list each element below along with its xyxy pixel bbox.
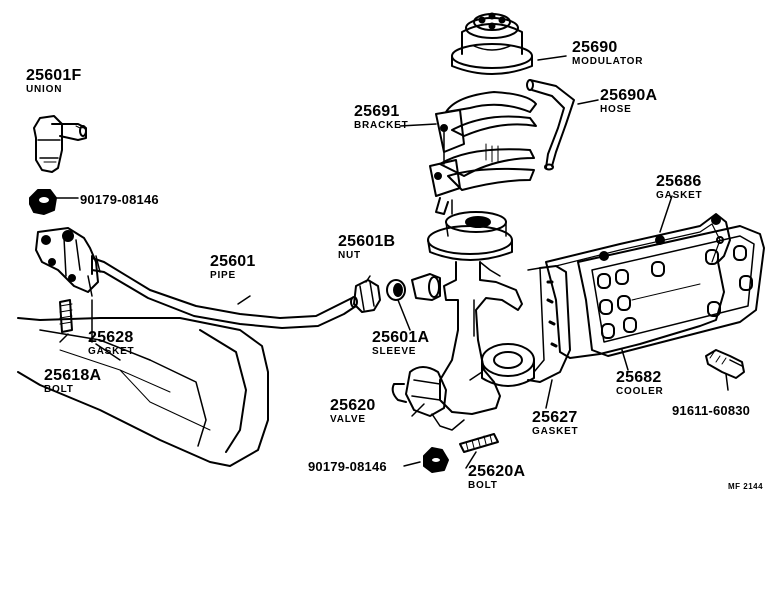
callout-25627: 25627 GASKET [532, 410, 578, 437]
part-number: 25618A [44, 367, 102, 384]
callout-90179-08146-upper: 90179-08146 [80, 193, 159, 206]
callout-25601b: 25601B NUT [338, 234, 395, 261]
part-number: 25690 [572, 39, 618, 56]
callout-90179-08146-lower: 90179-08146 [308, 460, 387, 473]
part-number: 25601A [372, 329, 430, 346]
callout-25686: 25686 GASKET [656, 174, 702, 201]
manifold-drawing [17, 317, 269, 467]
hose-drawing [526, 79, 575, 171]
callout-25628: 25628 GASKET [88, 330, 134, 357]
part-number: 25691 [354, 103, 400, 120]
part-name: NUT [338, 250, 361, 261]
bolt-25620a-drawing [459, 433, 499, 453]
modulator-drawing [451, 12, 533, 75]
part-name: COOLER [616, 386, 664, 397]
cooler-drawing [577, 225, 765, 357]
part-name: SLEEVE [372, 346, 417, 357]
leader-lines [54, 55, 729, 469]
callout-25682: 25682 COOLER [616, 370, 664, 397]
nut-sleeve-drawing [353, 273, 441, 313]
part-number: 25601 [210, 253, 256, 270]
part-name: GASKET [88, 346, 135, 357]
part-name: PIPE [210, 270, 236, 281]
callout-25691: 25691 BRACKET [354, 104, 409, 131]
gasket-25686-drawing [545, 213, 731, 359]
pipe-drawing [35, 227, 358, 333]
part-name: BOLT [468, 480, 498, 491]
nut-drawing-lower [423, 447, 449, 473]
part-name: GASKET [656, 190, 703, 201]
callout-91611-60830: 91611-60830 [672, 404, 750, 417]
part-name: BOLT [44, 384, 74, 395]
callout-25601: 25601 PIPE [210, 254, 256, 281]
part-name: GASKET [532, 426, 579, 437]
part-name: VALVE [330, 414, 366, 425]
union-drawing [33, 115, 87, 173]
figure-code: MF 2144 [728, 482, 764, 491]
part-name: HOSE [600, 104, 632, 115]
part-number: 25620 [330, 397, 376, 414]
callout-25601f: 25601F UNION [26, 68, 81, 95]
callout-25618a: 25618A BOLT [44, 368, 101, 395]
part-number: 25690A [600, 87, 658, 104]
part-number: 25627 [532, 409, 578, 426]
part-number: 25601B [338, 233, 396, 250]
valve-body-drawing [391, 211, 535, 431]
part-number: 25601F [26, 67, 82, 84]
nut-drawing-upper [29, 189, 57, 215]
part-number: 25682 [616, 369, 662, 386]
bolt-91611-drawing [705, 349, 745, 379]
callout-25690a: 25690A HOSE [600, 88, 657, 115]
callout-25620: 25620 VALVE [330, 398, 376, 425]
callout-25620a: 25620A BOLT [468, 464, 525, 491]
callout-25601a: 25601A SLEEVE [372, 330, 429, 357]
part-number: 90179-08146 [308, 459, 387, 474]
bracket-drawing [429, 91, 537, 215]
part-name: UNION [26, 84, 63, 95]
part-number: 91611-60830 [672, 403, 751, 418]
part-number: 25620A [468, 463, 526, 480]
part-number: 25686 [656, 173, 702, 190]
part-number: 25628 [88, 329, 134, 346]
part-name: BRACKET [354, 120, 409, 131]
callout-25690: 25690 MODULATOR [572, 40, 643, 67]
part-name: MODULATOR [572, 56, 644, 67]
part-number: 90179-08146 [80, 192, 159, 207]
